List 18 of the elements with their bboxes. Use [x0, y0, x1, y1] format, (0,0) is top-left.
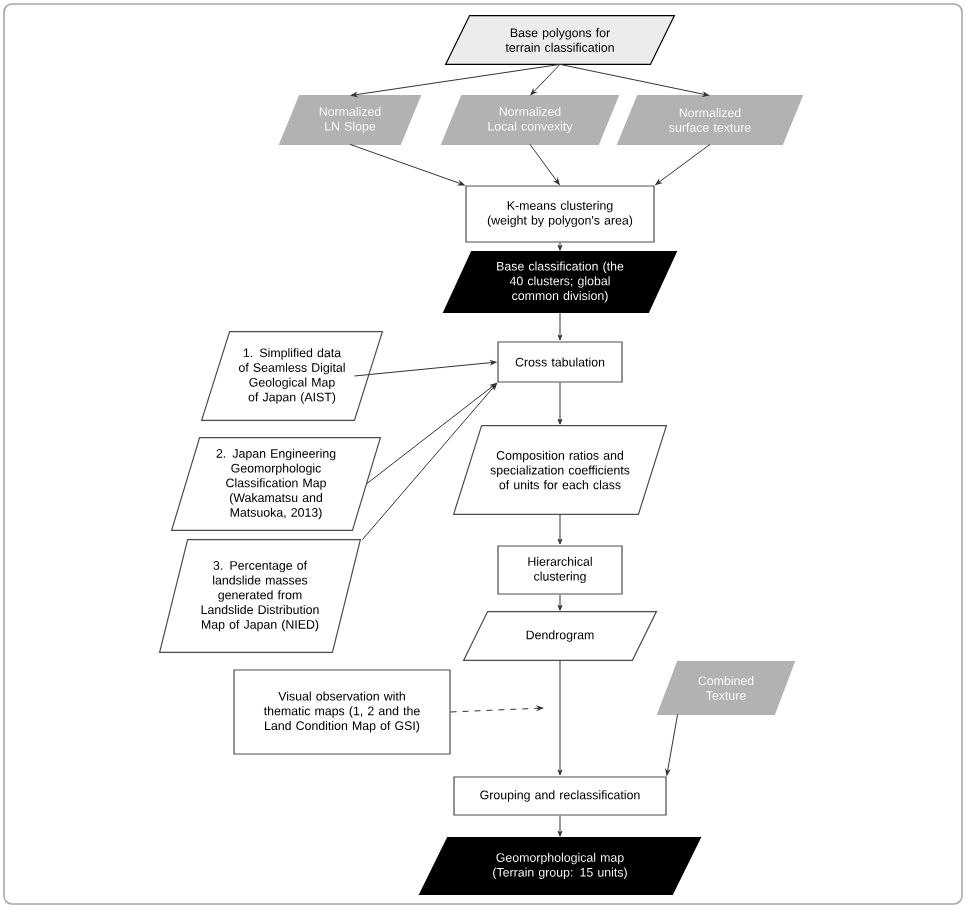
arrow — [557, 594, 563, 611]
arrow — [557, 513, 563, 545]
arrow — [557, 382, 563, 425]
arrow — [350, 63, 561, 97]
arrow — [450, 705, 544, 713]
arrow — [530, 63, 561, 96]
arrow — [559, 63, 710, 97]
arrow — [349, 143, 465, 186]
arrow — [557, 815, 563, 837]
arrow — [557, 311, 563, 341]
arrow — [361, 383, 497, 541]
arrow — [665, 713, 679, 776]
arrow — [529, 143, 560, 185]
arrow — [557, 659, 563, 776]
arrow — [353, 360, 497, 377]
arrow — [557, 242, 563, 251]
arrow — [365, 382, 497, 485]
arrow — [655, 143, 711, 186]
